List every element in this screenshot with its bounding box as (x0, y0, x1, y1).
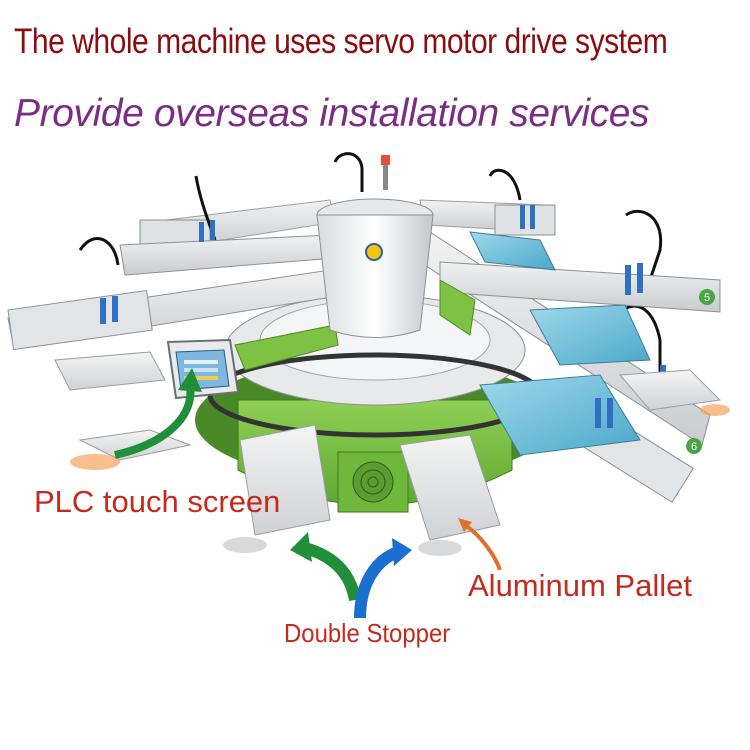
station-number-6: 6 (691, 441, 697, 453)
rotary-platform (207, 294, 543, 438)
print-screens (469, 231, 651, 456)
green-arms (234, 279, 476, 371)
aluminum-pallets (54, 351, 730, 556)
headline-installation-services: Provide overseas installation services (14, 92, 650, 135)
callout-double-stopper: Double Stopper (284, 618, 451, 648)
central-column (316, 155, 434, 338)
station-badges: 5 6 (686, 289, 715, 454)
headline-servo-drive: The whole machine uses servo motor drive… (14, 22, 668, 61)
callout-aluminum-pallet: Aluminum Pallet (468, 568, 692, 603)
callout-plc-touch-screen: PLC touch screen (34, 484, 281, 519)
callout-arrows (114, 368, 502, 619)
station-number-5: 5 (704, 292, 710, 304)
squeegee-handles (100, 205, 666, 428)
